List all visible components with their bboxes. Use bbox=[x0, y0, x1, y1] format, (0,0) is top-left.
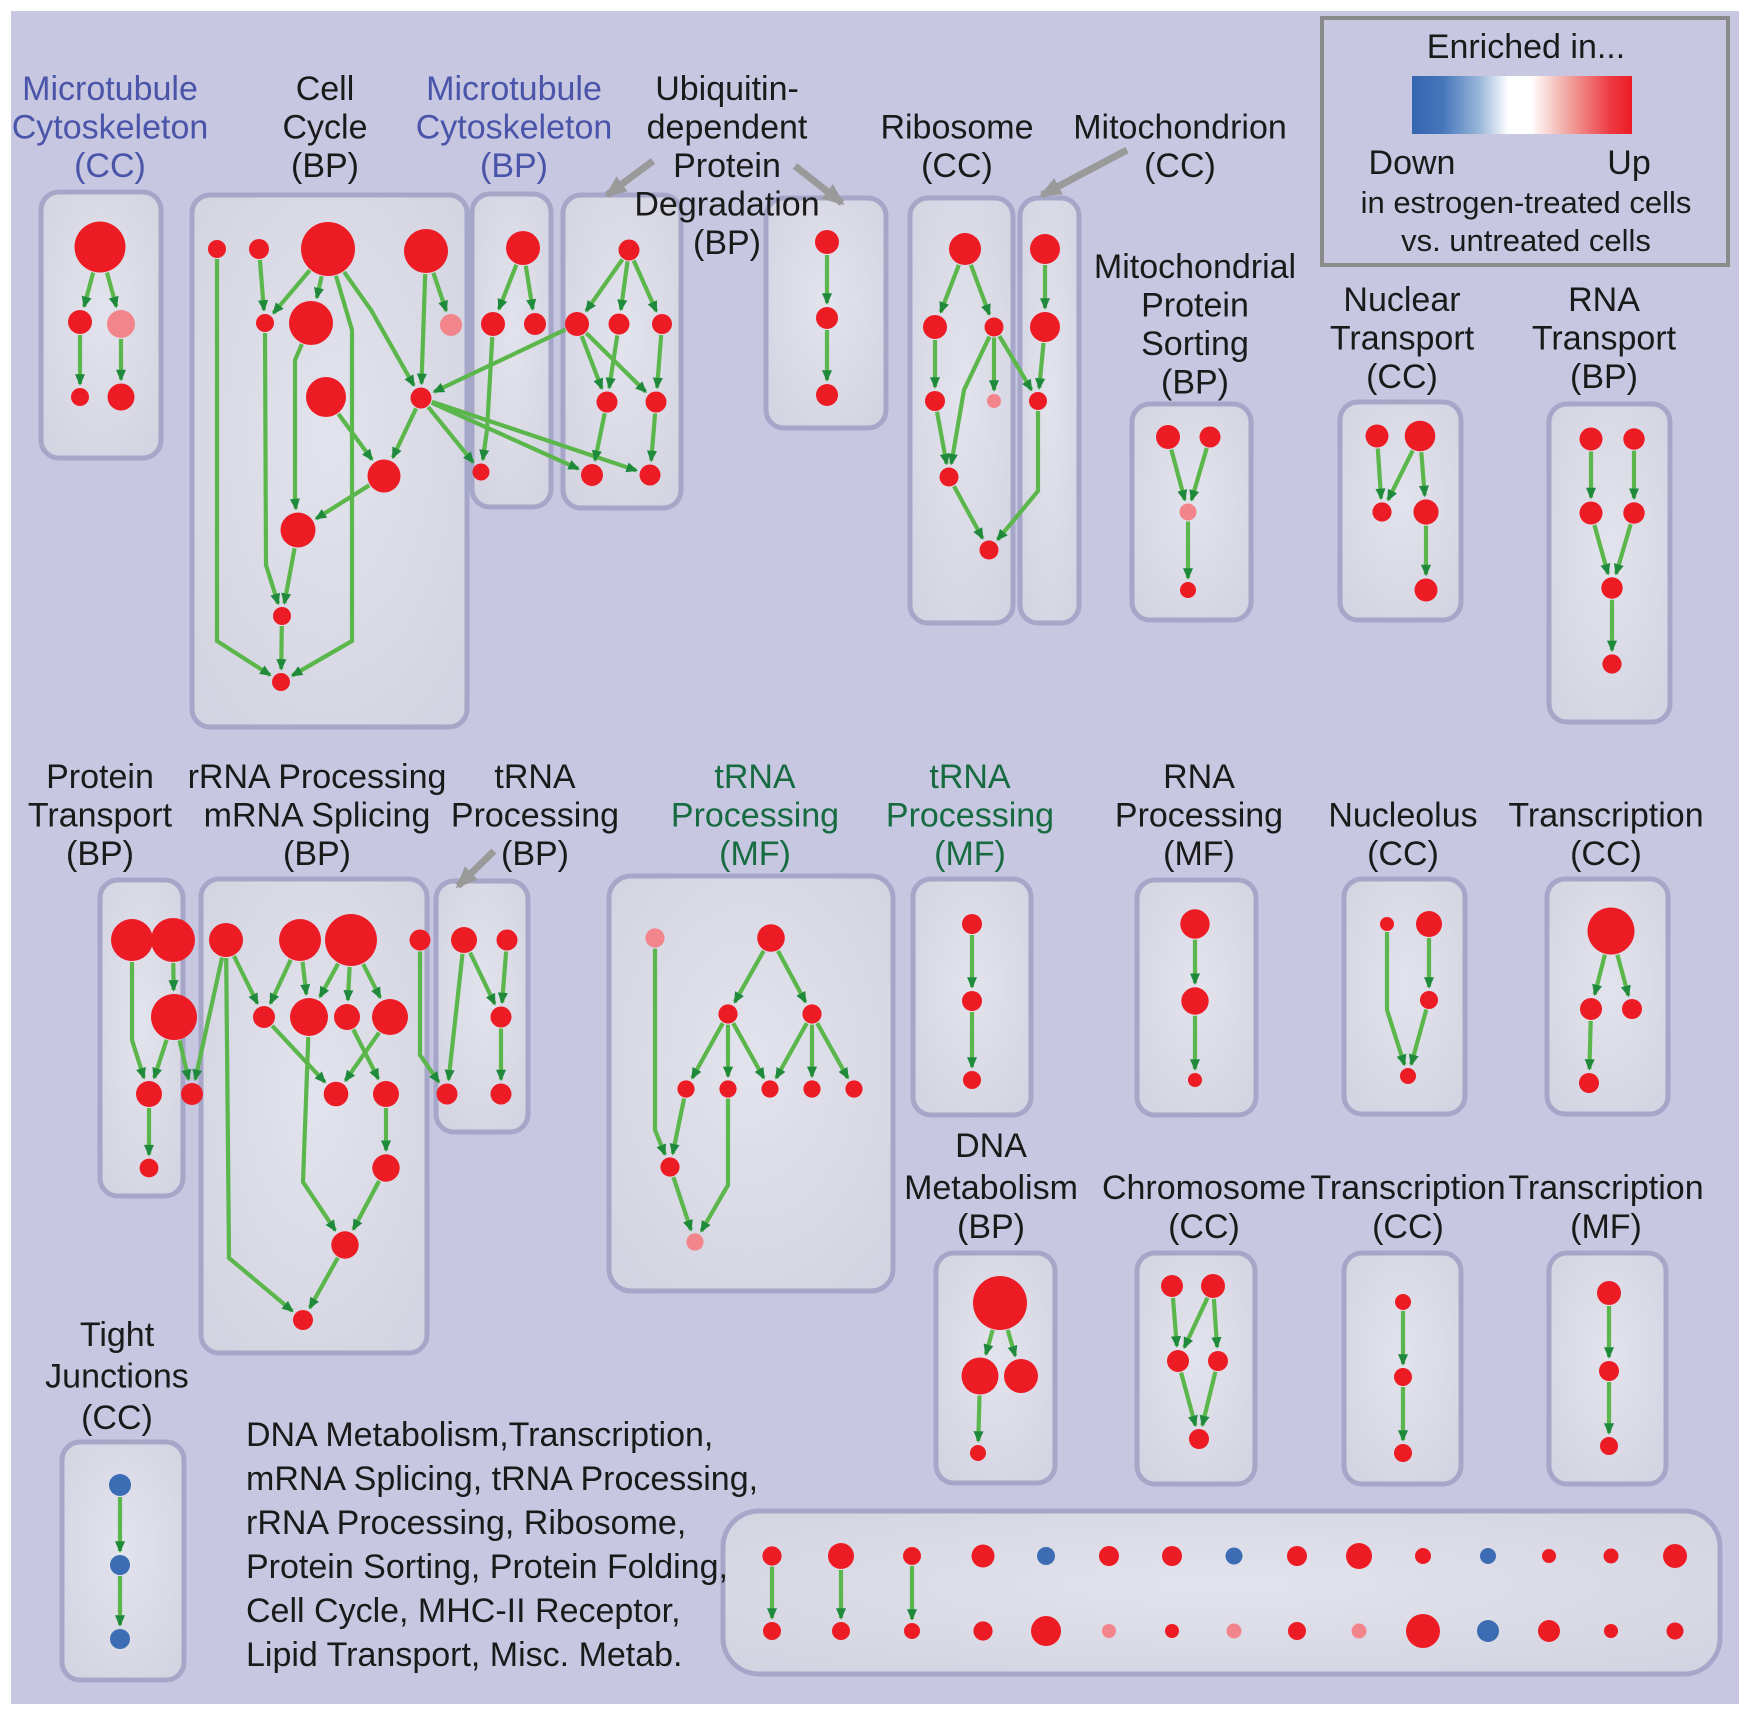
svg-text:Junctions: Junctions bbox=[45, 1358, 189, 1396]
svg-text:rRNA Processing: rRNA Processing bbox=[188, 758, 447, 796]
svg-text:(BP): (BP) bbox=[957, 1208, 1025, 1246]
svg-text:Processing: Processing bbox=[671, 797, 839, 835]
svg-text:Nuclear: Nuclear bbox=[1343, 281, 1460, 319]
svg-text:(CC): (CC) bbox=[921, 147, 993, 185]
svg-text:Microtubule: Microtubule bbox=[22, 70, 198, 108]
svg-text:DNA Metabolism,Transcription,: DNA Metabolism,Transcription, bbox=[246, 1416, 713, 1454]
svg-text:Transcription: Transcription bbox=[1310, 1169, 1505, 1207]
svg-text:(MF): (MF) bbox=[1570, 1208, 1642, 1246]
svg-text:(BP): (BP) bbox=[66, 835, 134, 873]
svg-text:Tight: Tight bbox=[80, 1316, 155, 1354]
svg-text:(BP): (BP) bbox=[1570, 358, 1638, 396]
svg-text:Processing: Processing bbox=[451, 797, 619, 835]
svg-text:Transport: Transport bbox=[1532, 320, 1677, 358]
svg-text:Sorting: Sorting bbox=[1141, 325, 1249, 363]
svg-text:Cell Cycle, MHC-II Receptor,: Cell Cycle, MHC-II Receptor, bbox=[246, 1592, 681, 1630]
svg-text:(BP): (BP) bbox=[283, 835, 351, 873]
svg-text:mRNA Splicing, tRNA Processing: mRNA Splicing, tRNA Processing, bbox=[246, 1460, 758, 1498]
svg-text:Cytoskeleton: Cytoskeleton bbox=[416, 109, 613, 147]
svg-text:Transcription: Transcription bbox=[1508, 1169, 1703, 1207]
svg-text:Protein: Protein bbox=[1141, 287, 1249, 325]
svg-text:(CC): (CC) bbox=[1144, 147, 1216, 185]
svg-text:Up: Up bbox=[1607, 144, 1650, 182]
svg-text:(BP): (BP) bbox=[291, 147, 359, 185]
svg-text:Degradation: Degradation bbox=[634, 186, 819, 224]
svg-text:RNA: RNA bbox=[1163, 758, 1235, 796]
svg-text:Cell: Cell bbox=[296, 70, 355, 108]
svg-text:Cycle: Cycle bbox=[282, 109, 367, 147]
svg-text:(BP): (BP) bbox=[501, 835, 569, 873]
svg-text:(MF): (MF) bbox=[934, 835, 1006, 873]
svg-text:Down: Down bbox=[1369, 144, 1456, 182]
svg-text:tRNA: tRNA bbox=[494, 758, 576, 796]
svg-text:in estrogen-treated cells: in estrogen-treated cells bbox=[1361, 185, 1692, 220]
svg-text:Processing: Processing bbox=[1115, 797, 1283, 835]
svg-text:Transcription: Transcription bbox=[1508, 797, 1703, 835]
svg-text:(CC): (CC) bbox=[1168, 1208, 1240, 1246]
svg-text:rRNA Processing, Ribosome,: rRNA Processing, Ribosome, bbox=[246, 1504, 686, 1542]
svg-text:Mitochondrion: Mitochondrion bbox=[1073, 109, 1287, 147]
svg-text:Lipid Transport, Misc. Metab.: Lipid Transport, Misc. Metab. bbox=[246, 1636, 683, 1674]
svg-text:(CC): (CC) bbox=[1372, 1208, 1444, 1246]
svg-text:Protein: Protein bbox=[673, 147, 781, 185]
svg-text:dependent: dependent bbox=[647, 109, 808, 147]
svg-text:(CC): (CC) bbox=[1367, 835, 1439, 873]
svg-text:(MF): (MF) bbox=[719, 835, 791, 873]
svg-text:Transport: Transport bbox=[1330, 320, 1475, 358]
svg-text:Mitochondrial: Mitochondrial bbox=[1094, 248, 1296, 286]
svg-text:(BP): (BP) bbox=[693, 224, 761, 262]
svg-text:RNA: RNA bbox=[1568, 281, 1640, 319]
svg-text:tRNA: tRNA bbox=[929, 758, 1011, 796]
svg-text:(CC): (CC) bbox=[1366, 358, 1438, 396]
svg-text:Metabolism: Metabolism bbox=[904, 1169, 1078, 1207]
svg-text:vs. untreated cells: vs. untreated cells bbox=[1401, 223, 1651, 258]
svg-text:Ribosome: Ribosome bbox=[880, 109, 1033, 147]
svg-text:Protein: Protein bbox=[46, 758, 154, 796]
svg-text:(MF): (MF) bbox=[1163, 835, 1235, 873]
svg-text:(CC): (CC) bbox=[1570, 835, 1642, 873]
svg-text:mRNA Splicing: mRNA Splicing bbox=[204, 797, 431, 835]
svg-text:Nucleolus: Nucleolus bbox=[1328, 797, 1477, 835]
svg-text:DNA: DNA bbox=[955, 1127, 1027, 1165]
svg-text:Chromosome: Chromosome bbox=[1102, 1169, 1306, 1207]
svg-text:Ubiquitin-: Ubiquitin- bbox=[655, 70, 799, 108]
svg-text:Protein Sorting, Protein Foldi: Protein Sorting, Protein Folding, bbox=[246, 1548, 728, 1586]
svg-text:tRNA: tRNA bbox=[714, 758, 796, 796]
svg-text:Transport: Transport bbox=[28, 797, 173, 835]
svg-text:(CC): (CC) bbox=[81, 1399, 153, 1437]
svg-text:Processing: Processing bbox=[886, 797, 1054, 835]
svg-text:(CC): (CC) bbox=[74, 147, 146, 185]
svg-text:(BP): (BP) bbox=[1161, 364, 1229, 402]
svg-text:Enriched in...: Enriched in... bbox=[1427, 28, 1625, 66]
svg-text:(BP): (BP) bbox=[480, 147, 548, 185]
svg-text:Cytoskeleton: Cytoskeleton bbox=[12, 109, 209, 147]
svg-text:Microtubule: Microtubule bbox=[426, 70, 602, 108]
